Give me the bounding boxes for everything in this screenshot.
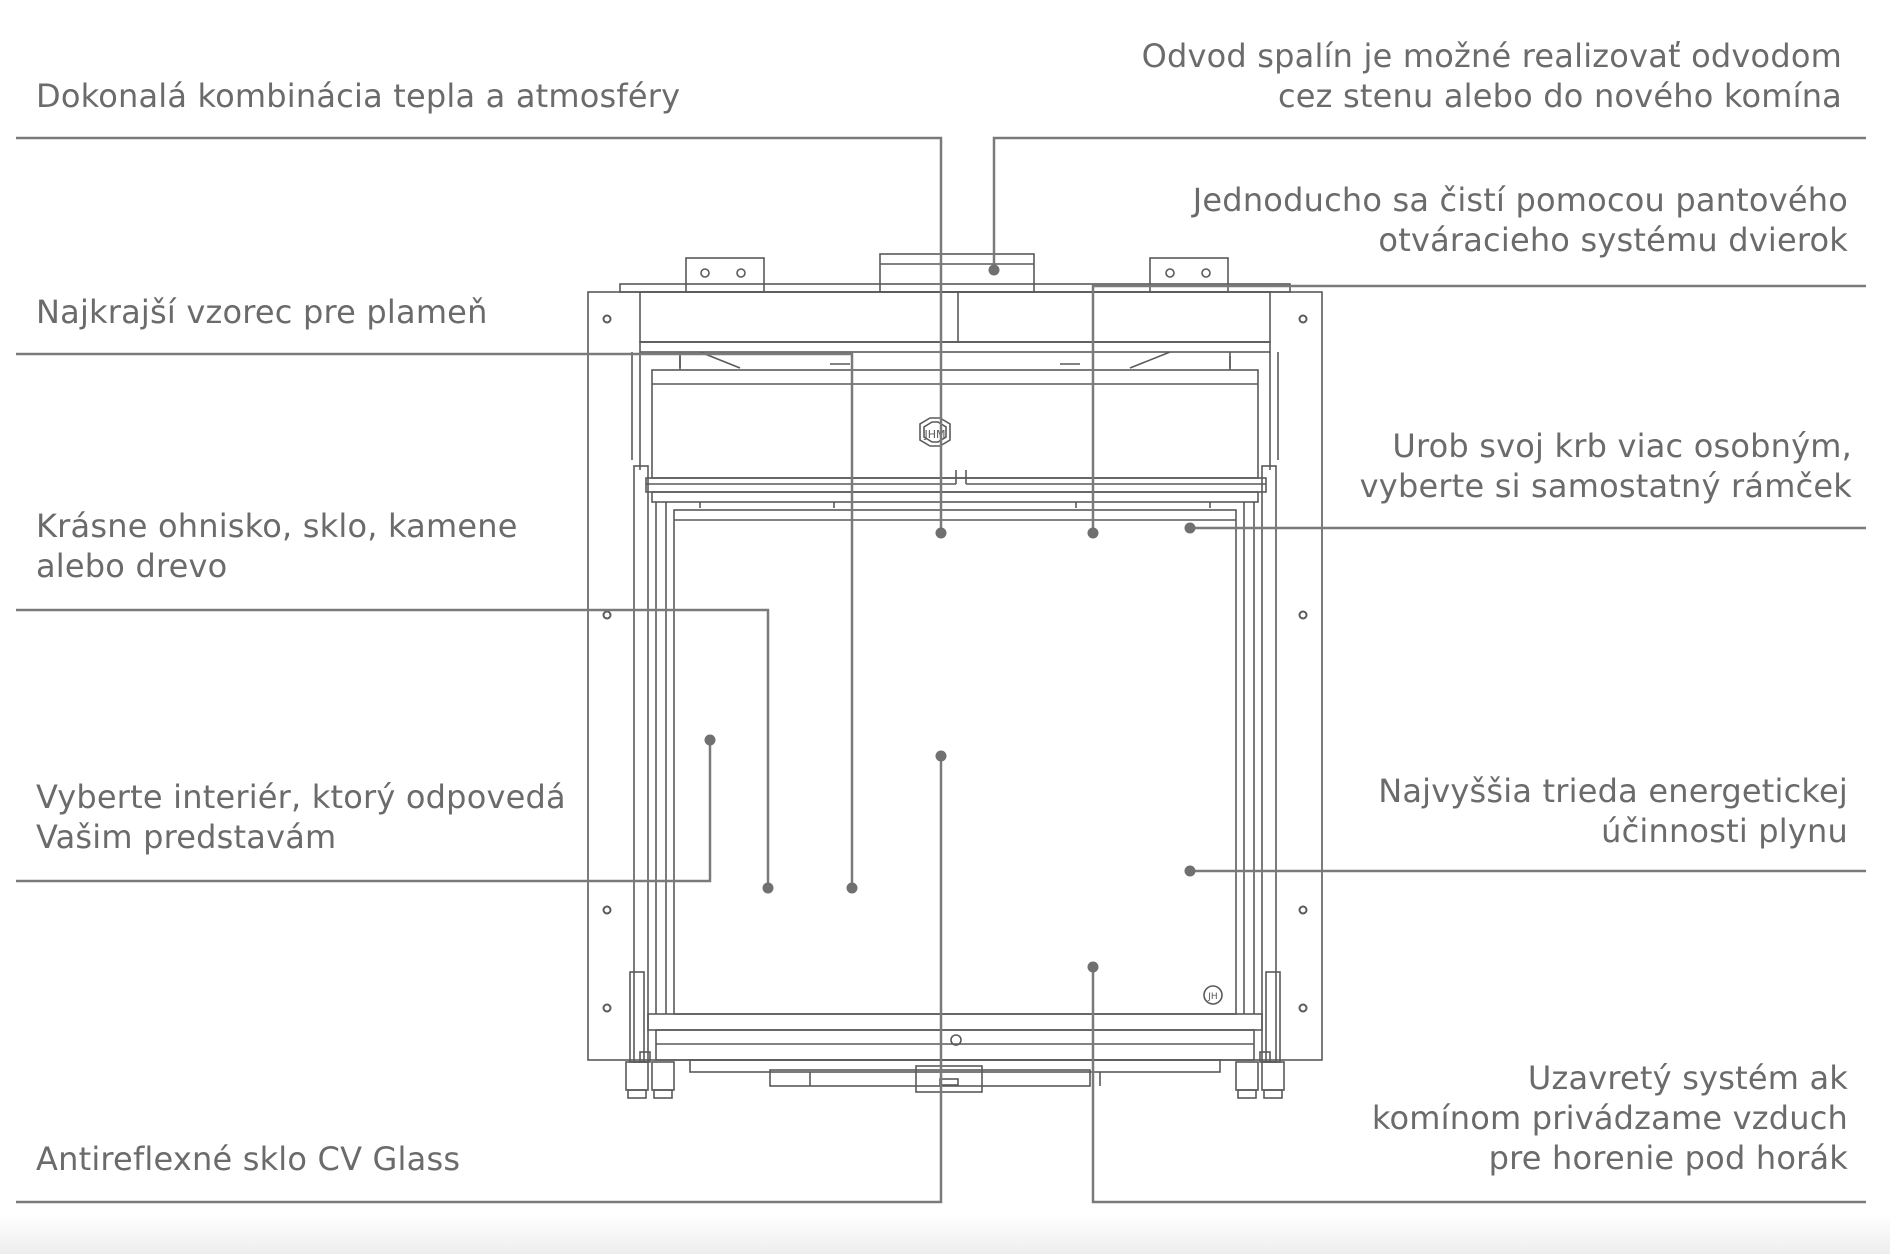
- hood: [651, 369, 1259, 479]
- callout-text: Vyberte interiér, ktorý odpovedá: [36, 778, 566, 816]
- callout-text: Uzavretý systém ak: [1527, 1059, 1848, 1097]
- callout-text: pre horenie pod horák: [1488, 1139, 1848, 1177]
- callout-uzavrety: Uzavretý systém ak komínom privádzame vz…: [1372, 1058, 1848, 1178]
- callout-interier: Vyberte interiér, ktorý odpovedá Vašim p…: [36, 777, 566, 857]
- leader-glass: [16, 756, 943, 1204]
- bottom-fade-band: [0, 1214, 1890, 1254]
- callout-energia: Najvyššia trieda energetickej účinnosti …: [1378, 771, 1848, 851]
- fireplace-drawing: JHM JH: [587, 253, 1323, 1099]
- callout-text: vyberte si samostatný rámček: [1359, 467, 1852, 505]
- callout-odvod: Odvod spalín je možné realizovať odvodom…: [1142, 36, 1842, 116]
- outer-frame: [587, 291, 1323, 1061]
- callout-text: Urob svoj krb viac osobným,: [1392, 427, 1852, 465]
- corner-logo: JH: [1203, 985, 1223, 1005]
- callout-text: Krásne ohnisko, sklo, kamene: [36, 507, 518, 545]
- callout-kombinacia: Dokonalá kombinácia tepla a atmosféry: [36, 76, 680, 116]
- leader-dots: [704, 264, 1196, 973]
- callout-text: Najvyššia trieda energetickej: [1378, 772, 1848, 810]
- hinge-bracket-left: [685, 257, 765, 293]
- control-box: [689, 1059, 1221, 1073]
- callout-text: Antireflexné sklo CV Glass: [36, 1140, 461, 1178]
- logo-emblem-icon: JHM: [919, 417, 951, 447]
- callout-text: otváracieho systému dvierok: [1378, 221, 1848, 259]
- leader-plamen: [16, 352, 854, 888]
- callout-glass: Antireflexné sklo CV Glass: [36, 1139, 460, 1179]
- glass-opening: [673, 509, 1237, 1015]
- callout-text: Dokonalá kombinácia tepla a atmosféry: [36, 77, 681, 115]
- leader-lines: [16, 136, 1866, 1204]
- callout-cisti: Jednoducho sa čistí pomocou pantového ot…: [1193, 180, 1848, 260]
- callout-text: Jednoducho sa čistí pomocou pantového: [1192, 181, 1848, 219]
- leader-kombinacia: [16, 136, 943, 533]
- leader-odvod: [992, 136, 1866, 270]
- callout-text: komínom privádzame vzduch: [1371, 1099, 1848, 1137]
- callout-text: Najkrajší vzorec pre plameň: [36, 293, 488, 331]
- svg-text:JH: JH: [1207, 992, 1217, 1002]
- callout-text: alebo drevo: [36, 547, 228, 585]
- callout-text: Odvod spalín je možné realizovať odvodom: [1141, 37, 1842, 75]
- mounting-holes: [602, 314, 1308, 1013]
- callout-osobny: Urob svoj krb viac osobným, vyberte si s…: [1360, 426, 1852, 506]
- callout-text: cez stenu alebo do nového komína: [1277, 77, 1842, 115]
- callout-text: Vašim predstavám: [36, 818, 337, 856]
- leader-ohnisko: [16, 608, 770, 888]
- callout-ohnisko: Krásne ohnisko, sklo, kamene alebo drevo: [36, 506, 518, 586]
- leader-cisti: [1091, 284, 1866, 533]
- leader-uzavrety: [1091, 967, 1866, 1204]
- callout-plamen: Najkrajší vzorec pre plameň: [36, 292, 488, 332]
- flue-collar: [879, 253, 1035, 342]
- top-fittings: [679, 356, 1231, 508]
- leader-interier: [16, 740, 712, 883]
- support-feet: [625, 971, 1285, 1099]
- callout-text: účinnosti plynu: [1601, 812, 1848, 850]
